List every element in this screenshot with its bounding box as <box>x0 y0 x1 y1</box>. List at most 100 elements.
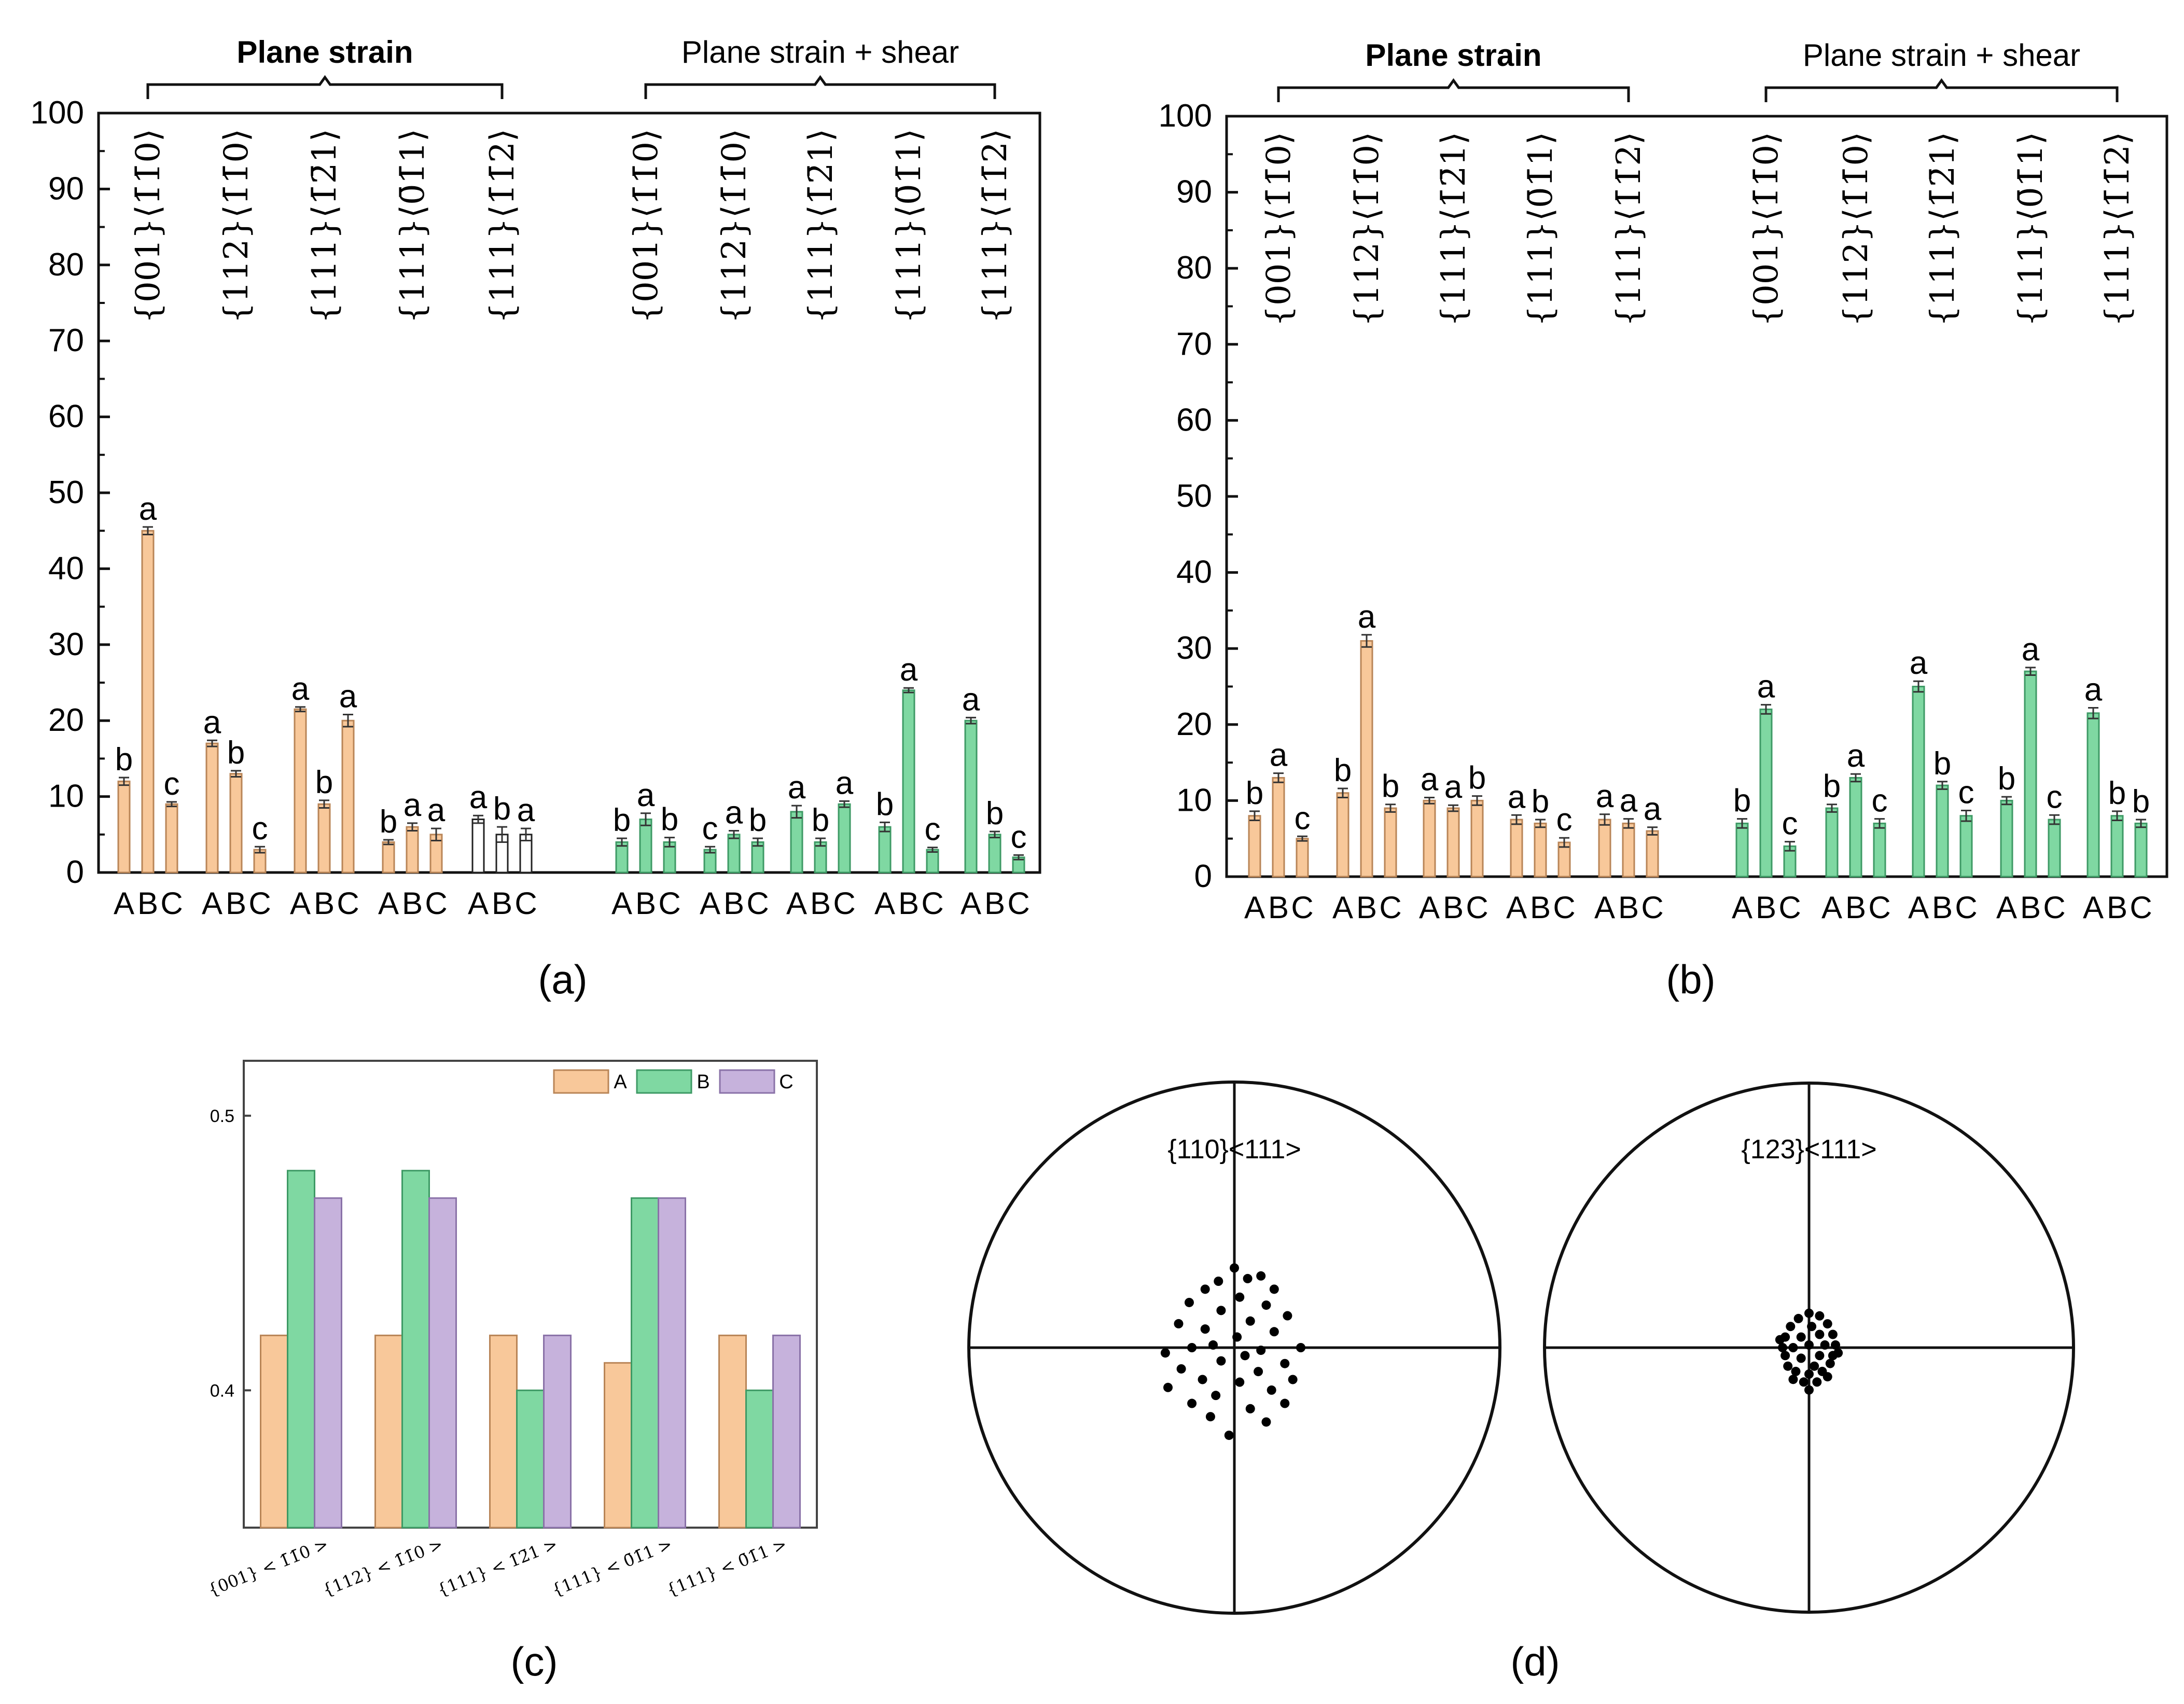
pole-point <box>1187 1343 1197 1352</box>
significance-letter: b <box>986 796 1004 832</box>
pole-point <box>1224 1430 1234 1440</box>
legend-swatch <box>719 1069 775 1094</box>
x-bar-letter: A <box>786 886 807 921</box>
significance-letter: c <box>702 811 718 847</box>
bar <box>229 773 243 874</box>
pole-point <box>1160 1348 1170 1358</box>
pole-figure-label: {110}<111> <box>1167 1134 1301 1165</box>
x-bar-letter: C <box>1291 890 1313 925</box>
y-tick-label: 0 <box>1194 858 1212 894</box>
bar <box>639 819 652 874</box>
significance-letter: a <box>517 793 535 828</box>
bar <box>1646 830 1659 878</box>
bar <box>2110 815 2124 878</box>
chart-panel-b: 0102030405060708090100bAaBcC{001}⟨1̄1̄0⟩… <box>1159 38 2168 925</box>
pole-point <box>1200 1284 1210 1294</box>
bar <box>2000 799 2013 878</box>
x-bar-letter: B <box>1932 890 1953 925</box>
bar <box>1598 819 1611 878</box>
pole-point <box>1812 1377 1822 1387</box>
pole-point <box>1245 1316 1255 1326</box>
bar <box>1470 799 1484 878</box>
y-tick-label: 20 <box>48 702 84 738</box>
x-bar-letter: A <box>378 886 399 921</box>
bar <box>718 1334 747 1529</box>
bar <box>489 1334 518 1529</box>
y-tick-label: 60 <box>1176 402 1212 438</box>
bar <box>543 1334 572 1529</box>
bar <box>117 780 131 874</box>
bar <box>1296 838 1309 878</box>
significance-letter: a <box>1596 779 1614 814</box>
bar <box>1360 640 1373 878</box>
bar <box>604 1362 632 1529</box>
group-bracket <box>1277 78 1630 102</box>
y-tick-label: 0.4 <box>210 1381 234 1401</box>
pole-point <box>1174 1319 1184 1328</box>
bar <box>205 742 219 874</box>
group-label: {001}⟨1̄1̄0⟩ <box>129 129 168 324</box>
group-header: Plane strain + shear <box>681 35 959 70</box>
y-tick-label: 40 <box>48 550 84 586</box>
group-label: {001}⟨1̄1̄0⟩ <box>1260 132 1298 327</box>
pole-point <box>1205 1412 1215 1422</box>
y-tick-label: 80 <box>48 247 84 283</box>
group-label: {111}⟨1̄1̄2⟩ <box>976 129 1014 324</box>
pole-point <box>1208 1340 1218 1350</box>
legend-label: C <box>779 1071 793 1093</box>
y-tick-label: 30 <box>1176 630 1212 666</box>
significance-letter: b <box>749 802 767 838</box>
significance-letter: a <box>404 787 422 823</box>
bar <box>1423 799 1436 878</box>
chart-panel-a: 0102030405060708090100bAaBcC{001}⟨1̄1̄0⟩… <box>31 35 1041 921</box>
significance-letter: b <box>2132 784 2150 820</box>
group-label: {111}⟨0̄1̄1⟩ <box>2012 132 2050 327</box>
bar <box>1825 807 1839 878</box>
x-bar-letter: A <box>1594 890 1615 925</box>
pole-point <box>1823 1372 1832 1382</box>
significance-letter: b <box>661 802 678 838</box>
x-bar-letter: A <box>290 886 311 921</box>
x-bar-letter: A <box>1996 890 2017 925</box>
bar <box>406 826 419 874</box>
caption-b: (b) <box>1666 957 1715 1002</box>
y-tick-label: 90 <box>48 171 84 206</box>
bar <box>165 803 178 874</box>
y-tick-label: 0 <box>66 854 84 890</box>
significance-letter: a <box>1910 645 1928 681</box>
pole-point <box>1254 1367 1263 1377</box>
significance-letter: c <box>1556 802 1573 838</box>
x-bar-letter: B <box>137 886 158 921</box>
x-bar-letter: C <box>746 886 769 921</box>
x-bar-letter: A <box>1908 890 1929 925</box>
x-bar-letter: B <box>1268 890 1289 925</box>
significance-letter: a <box>962 682 980 717</box>
y-tick-label: 100 <box>31 95 84 131</box>
x-bar-letter: A <box>1821 890 1842 925</box>
significance-letter: a <box>1757 669 1775 705</box>
bar <box>727 834 741 874</box>
significance-letter: a <box>1270 738 1288 773</box>
significance-letter: a <box>2022 632 2040 668</box>
group-label: {112}⟨1̄1̄0⟩ <box>1348 132 1386 327</box>
significance-letter: a <box>1620 783 1638 819</box>
significance-letter: a <box>900 652 918 688</box>
significance-letter: b <box>1933 746 1951 782</box>
x-category-label: {111} < 0̄1̄1 > <box>549 1534 675 1600</box>
y-tick-label: 30 <box>48 627 84 662</box>
bar <box>2048 819 2061 878</box>
significance-letter: c <box>1295 800 1311 836</box>
bar <box>878 826 892 874</box>
pole-point <box>1775 1335 1785 1345</box>
x-bar-letter: C <box>425 886 447 921</box>
y-tick-label: 70 <box>48 323 84 358</box>
significance-letter: b <box>1733 783 1751 819</box>
significance-letter: b <box>1823 769 1841 805</box>
y-tick-label: 60 <box>48 399 84 435</box>
group-label: {111}⟨1̄2̄1⟩ <box>305 129 344 324</box>
bar <box>1534 822 1547 878</box>
y-tick-label: 80 <box>1176 250 1212 286</box>
x-bar-letter: A <box>700 886 720 921</box>
group-bracket <box>146 75 504 99</box>
